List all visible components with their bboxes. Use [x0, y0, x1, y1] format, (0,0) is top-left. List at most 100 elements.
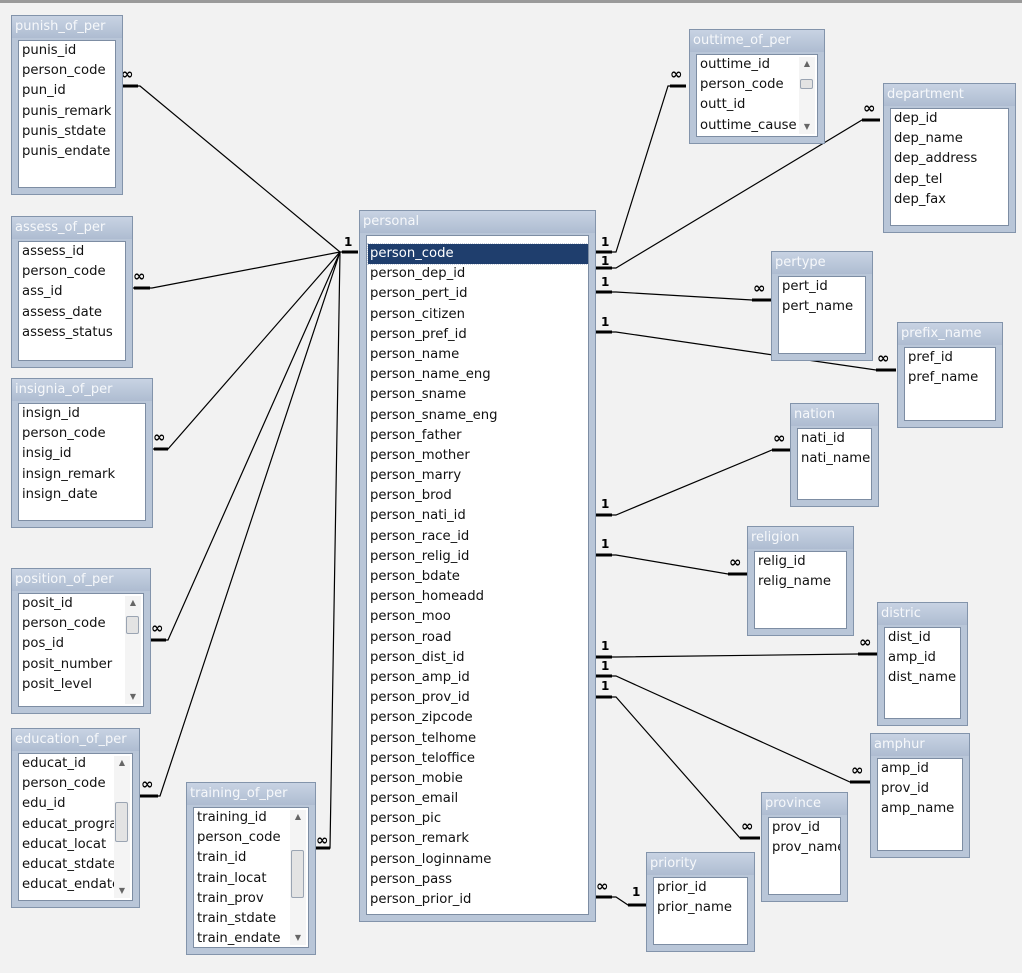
field-item[interactable]: person_teloffice	[370, 750, 475, 766]
table-title[interactable]: insignia_of_per	[12, 379, 152, 401]
field-item[interactable]: person_name	[370, 346, 460, 362]
scrollbar[interactable]: ▲ ▼	[290, 810, 306, 945]
table-title[interactable]: nation	[791, 404, 878, 426]
field-item[interactable]: person_code	[22, 776, 106, 792]
field-item[interactable]: person_name_eng	[370, 367, 491, 383]
table-education-of-per[interactable]: education_of_per educat_id person_code e…	[11, 728, 140, 908]
field-item[interactable]: person_moo	[370, 609, 451, 625]
field-item[interactable]: person_bdate	[370, 569, 460, 584]
table-title[interactable]: province	[762, 793, 847, 815]
field-item[interactable]: insign_id	[22, 406, 80, 421]
table-nation[interactable]: nation nati_id nati_name	[790, 403, 879, 507]
field-item[interactable]: educat_locat	[22, 836, 107, 852]
field-item[interactable]: educat_progra	[22, 816, 118, 832]
field-item[interactable]: punis_endate	[22, 143, 111, 159]
field-item[interactable]: punis_stdate	[22, 123, 106, 139]
field-item[interactable]: prov_id	[772, 820, 821, 835]
field-item[interactable]: pref_name	[908, 370, 979, 386]
scroll-up-icon[interactable]: ▲	[118, 758, 126, 767]
field-item[interactable]: person_zipcode	[370, 710, 473, 726]
scrollbar[interactable]: ▲ ▼	[114, 756, 130, 898]
table-department[interactable]: department dep_id dep_name dep_address d…	[883, 83, 1016, 233]
field-item[interactable]: insign_remark	[22, 466, 116, 482]
field-item[interactable]: assess_status	[22, 324, 113, 340]
field-item[interactable]: person_code	[22, 616, 106, 632]
field-list[interactable]: training_id person_code train_id train_l…	[193, 807, 309, 948]
field-item[interactable]: dep_name	[894, 131, 963, 147]
field-item[interactable]: nati_name	[801, 451, 871, 467]
table-province[interactable]: province prov_id prov_name	[761, 792, 848, 902]
field-item[interactable]: amp_name	[881, 801, 955, 817]
scroll-up-icon[interactable]: ▲	[129, 598, 137, 607]
field-item[interactable]: person_sname_eng	[370, 407, 498, 423]
field-item[interactable]: pert_name	[782, 299, 854, 315]
field-item[interactable]: person_pass	[370, 871, 452, 887]
field-item[interactable]: person_road	[370, 629, 452, 645]
field-item[interactable]: person_email	[370, 791, 459, 807]
field-item[interactable]: train_endate	[197, 931, 281, 947]
field-item[interactable]: relig_id	[758, 554, 806, 569]
field-list[interactable]: assess_id person_code ass_id assess_date…	[18, 241, 126, 361]
field-item[interactable]: person_remark	[370, 831, 470, 847]
field-item[interactable]: insig_id	[22, 446, 72, 462]
table-training-of-per[interactable]: training_of_per training_id person_code …	[186, 782, 316, 955]
table-pertype[interactable]: pertype pert_id pert_name	[771, 251, 873, 361]
field-item[interactable]: punis_id	[22, 43, 77, 58]
field-item[interactable]: person_race_id	[370, 528, 470, 544]
field-item[interactable]: educat_stdate	[22, 856, 116, 872]
table-distric[interactable]: distric dist_id amp_id dist_name	[877, 602, 968, 726]
field-list[interactable]: dep_id dep_name dep_address dep_tel dep_…	[890, 108, 1009, 226]
field-item[interactable]: dep_fax	[894, 191, 946, 207]
field-item[interactable]: posit_id	[22, 596, 73, 611]
field-list[interactable]: punis_id person_code pun_id punis_remark…	[18, 40, 116, 188]
field-item[interactable]: insign_date	[22, 486, 98, 502]
field-item[interactable]: person_sname	[370, 387, 467, 403]
field-list[interactable]: posit_id person_code pos_id posit_number…	[18, 593, 144, 707]
field-item[interactable]: person_father	[370, 427, 462, 443]
table-title[interactable]: personal	[360, 211, 595, 233]
field-item[interactable]: amp_id	[888, 650, 936, 666]
field-item[interactable]: person_pref_id	[370, 326, 467, 342]
field-item[interactable]: person_pic	[370, 811, 442, 827]
field-item[interactable]: educat_endate	[22, 877, 121, 893]
table-title[interactable]: amphur	[871, 734, 969, 756]
table-punish-of-per[interactable]: punish_of_per punis_id person_code pun_i…	[11, 15, 123, 195]
table-religion[interactable]: religion relig_id relig_name	[747, 526, 854, 636]
field-item[interactable]: dep_address	[894, 151, 978, 167]
field-item[interactable]: dist_name	[888, 670, 957, 686]
field-item[interactable]: assess_date	[22, 304, 103, 320]
table-title[interactable]: religion	[748, 527, 853, 549]
scroll-down-icon[interactable]: ▼	[294, 933, 302, 942]
table-personal[interactable]: personal person_code person_dep_id perso…	[359, 210, 596, 922]
field-item[interactable]: amp_id	[881, 761, 929, 776]
field-item[interactable]: person_code	[22, 63, 106, 79]
field-item[interactable]: dep_id	[894, 111, 938, 126]
field-item[interactable]: person_brod	[370, 488, 452, 504]
scroll-thumb[interactable]	[291, 850, 304, 898]
field-item[interactable]: person_prov_id	[370, 690, 470, 706]
field-item[interactable]: person_code	[197, 830, 281, 846]
table-title[interactable]: distric	[878, 603, 967, 625]
scroll-down-icon[interactable]: ▼	[803, 122, 811, 131]
scroll-thumb[interactable]	[800, 79, 813, 89]
field-item[interactable]: person_mother	[370, 447, 470, 463]
table-prefix-name[interactable]: prefix_name pref_id pref_name	[897, 322, 1003, 428]
table-position-of-per[interactable]: position_of_per posit_id person_code pos…	[11, 568, 151, 714]
table-title[interactable]: education_of_per	[12, 729, 139, 751]
field-item[interactable]: prov_name	[772, 840, 841, 856]
field-item[interactable]: outtime_cause	[700, 117, 797, 133]
field-item[interactable]: person_dist_id	[370, 649, 465, 665]
field-list[interactable]: dist_id amp_id dist_name	[884, 627, 961, 719]
table-title[interactable]: assess_of_per	[12, 217, 132, 239]
table-title[interactable]: priority	[647, 853, 754, 875]
field-item[interactable]: person_telhome	[370, 730, 477, 746]
scrollbar[interactable]: ▲ ▼	[125, 596, 141, 704]
scroll-thumb[interactable]	[115, 802, 128, 842]
field-item[interactable]: person_dep_id	[370, 266, 466, 282]
field-item[interactable]: prov_id	[881, 781, 930, 797]
field-item[interactable]: person_mobie	[370, 770, 463, 786]
field-item[interactable]: person_code	[700, 77, 784, 93]
field-item[interactable]: prior_name	[657, 900, 732, 916]
table-title[interactable]: prefix_name	[898, 323, 1002, 345]
field-item[interactable]: train_prov	[197, 890, 264, 906]
